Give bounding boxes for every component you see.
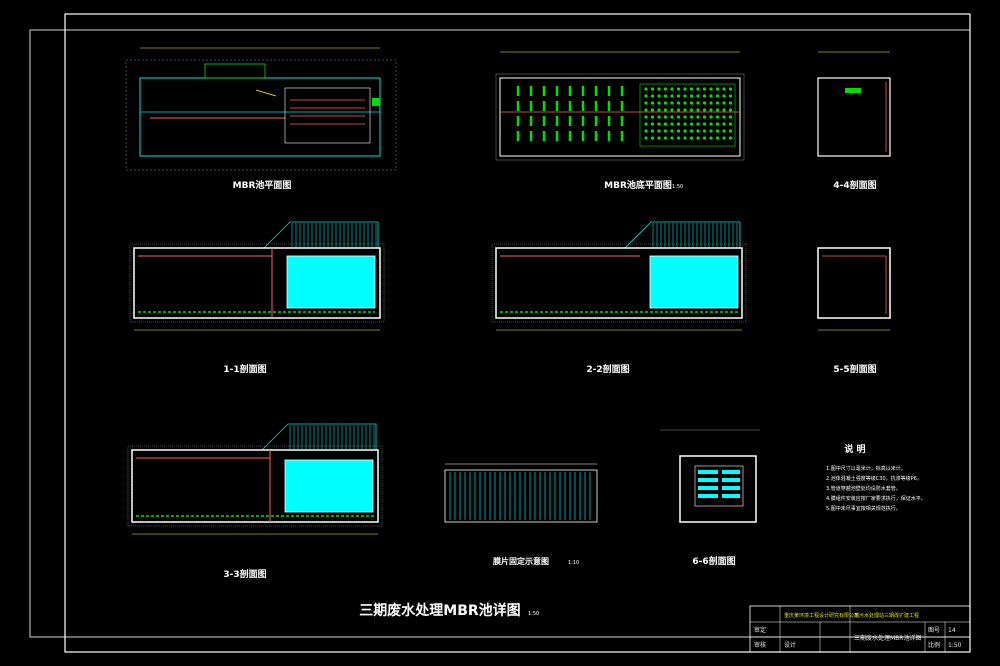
- view-plan: MBR池平面图: [125, 47, 397, 191]
- tb-project: 某污水处理站三期改扩建工程: [854, 612, 919, 619]
- plan-dims-title: MBR池底平面图: [604, 179, 672, 191]
- note-item-3: 3.管道穿越池壁处均设防水套管。: [826, 485, 901, 492]
- section-11-title: 1-1剖面图: [223, 363, 266, 375]
- plan-dims-scale: 1:50: [672, 184, 683, 190]
- membrane-sheets: [449, 472, 591, 520]
- membrane-scale: 1:10: [568, 560, 579, 566]
- tb-val-2: 14: [948, 627, 956, 634]
- view-section-33: 3-3剖面图: [127, 423, 383, 580]
- note-item-4: 4.膜组件安装应按厂家要求执行，保证水平。: [826, 495, 926, 502]
- notes-block: 说 明 1.图中尺寸以毫米计，标高以米计。 2.池体混凝土强度等级C30，抗渗等…: [826, 443, 926, 512]
- notes-heading: 说 明: [844, 443, 865, 455]
- view-section-11: 1-1剖面图: [129, 221, 385, 375]
- plan-title: MBR池平面图: [233, 179, 292, 191]
- diffuser-dots: [644, 87, 733, 140]
- note-item-5: 5.图中未尽事宜按相关规范执行。: [826, 505, 901, 512]
- note-item-1: 1.图中尺寸以毫米计，标高以米计。: [826, 465, 906, 472]
- view-plan-dims: MBR池底平面图 1:50: [495, 51, 745, 191]
- membrane-grid: [516, 86, 624, 141]
- section-33-title: 3-3剖面图: [223, 568, 266, 580]
- tb-role-1: 审定: [754, 626, 766, 634]
- section-66-title: 6-6剖面图: [692, 555, 735, 567]
- view-membrane: 膜片固定示意图 1:10: [444, 463, 598, 566]
- steps-hatch: [652, 223, 738, 247]
- tb-field-2: 图号: [928, 627, 940, 634]
- section-55-title: 5-5剖面图: [833, 363, 876, 375]
- section-22-title: 2-2剖面图: [586, 363, 629, 375]
- view-section-55: 5-5剖面图: [817, 247, 891, 375]
- tb-val-3: 1:50: [948, 642, 962, 649]
- title-block: 重庆某环境工程设计研究有限公司 某污水处理站三期改扩建工程 审定 审核 设计 三…: [749, 605, 971, 653]
- view-section-44: 4-4剖面图: [817, 51, 891, 191]
- tb-role-2: 审核: [754, 641, 766, 649]
- steps-hatch: [291, 223, 377, 247]
- membrane-title: 膜片固定示意图: [493, 556, 549, 566]
- main-scale: 1:50: [528, 611, 539, 617]
- tb-role-3: 设计: [784, 641, 796, 649]
- main-title: 三期废水处理MBR池详图: [359, 602, 520, 619]
- steps-hatch: [289, 425, 375, 449]
- view-section-22: 2-2剖面图: [491, 221, 747, 375]
- tb-company: 重庆某环境工程设计研究有限公司: [784, 612, 859, 619]
- tb-drawing-name: 三期废水处理MBR池详图: [854, 634, 921, 642]
- view-section-66: 6-6剖面图: [660, 429, 760, 567]
- note-item-2: 2.池体混凝土强度等级C30，抗渗等级P6。: [826, 475, 922, 482]
- section-44-title: 4-4剖面图: [833, 179, 876, 191]
- inner-frame: [64, 13, 971, 653]
- tb-field-3: 比例: [928, 641, 940, 649]
